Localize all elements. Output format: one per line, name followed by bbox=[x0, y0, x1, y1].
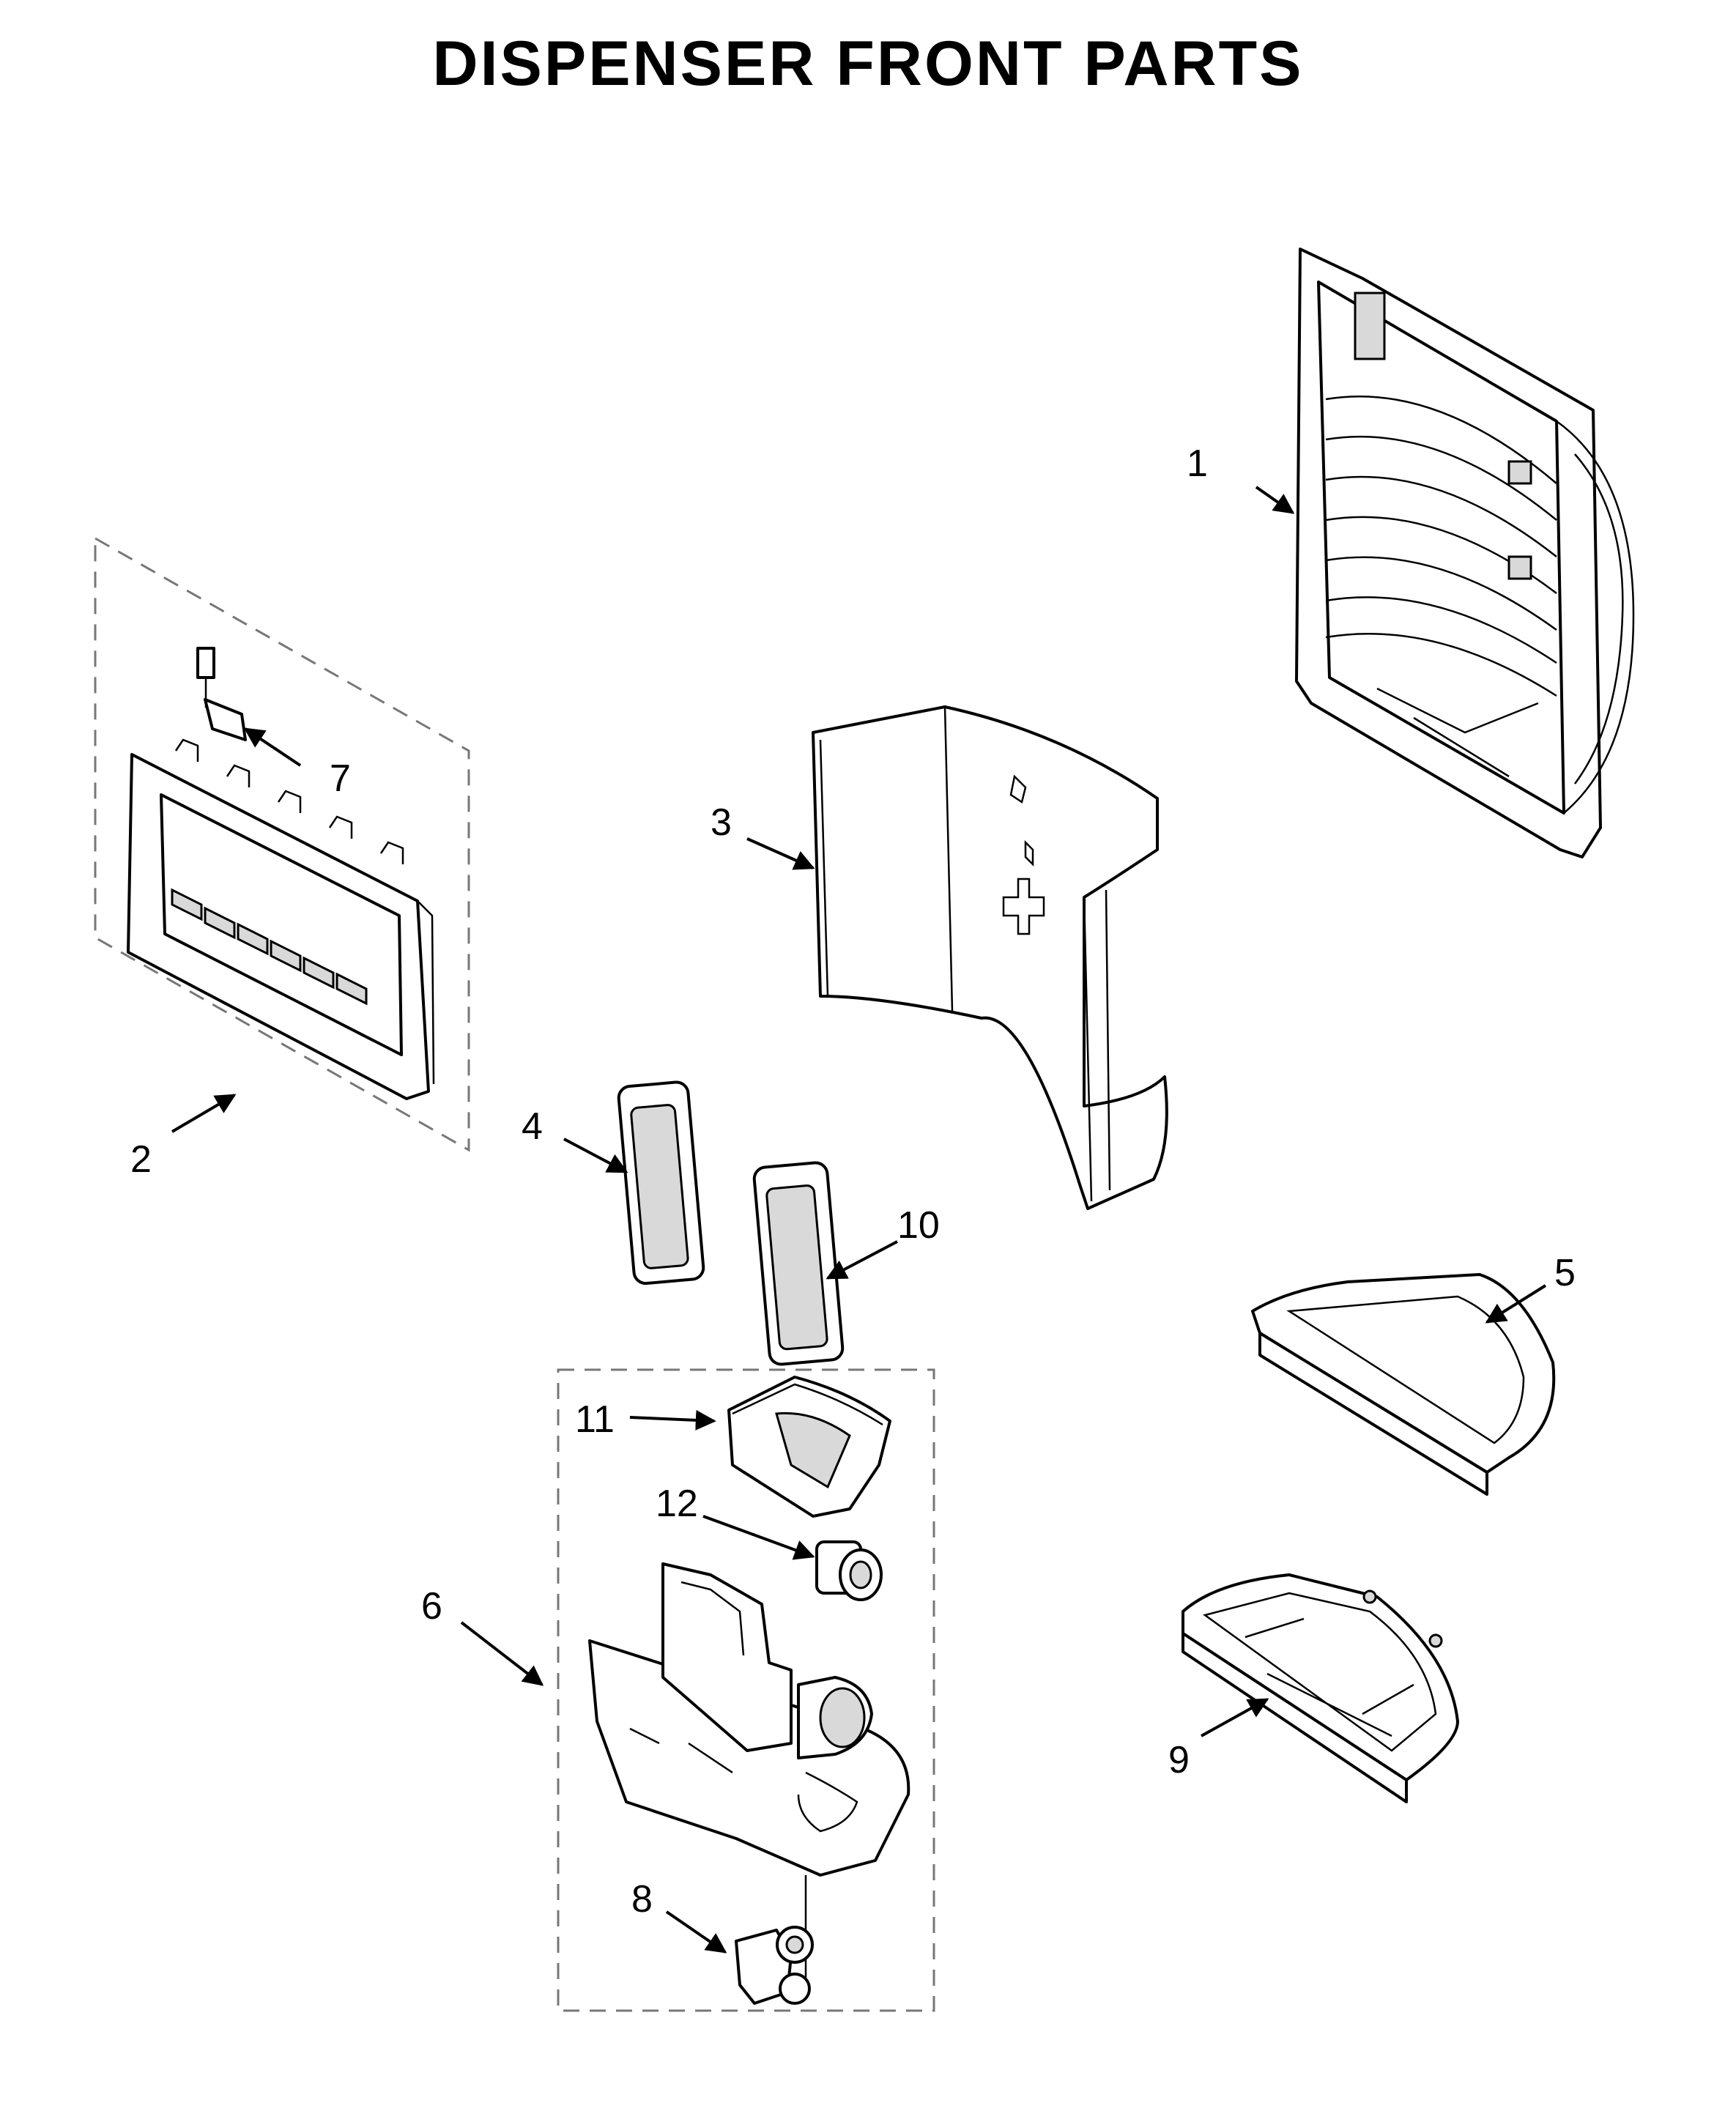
page-title: DISPENSER FRONT PARTS bbox=[432, 29, 1304, 99]
callout-2: 2 bbox=[130, 1138, 152, 1181]
part-6-dispenser-module[interactable] bbox=[588, 1562, 910, 1992]
callout-9: 9 bbox=[1168, 1739, 1190, 1781]
callout-6: 6 bbox=[421, 1585, 442, 1628]
part-11-funnel[interactable] bbox=[727, 1376, 891, 1518]
part-8-water-valve[interactable] bbox=[735, 1926, 814, 2005]
part-9-tray-grille[interactable] bbox=[1182, 1573, 1459, 1803]
callout-10: 10 bbox=[897, 1204, 940, 1247]
part-7-wire-harness[interactable] bbox=[196, 647, 247, 741]
callout-7: 7 bbox=[330, 757, 351, 800]
callout-5: 5 bbox=[1554, 1252, 1576, 1294]
callout-4: 4 bbox=[522, 1105, 543, 1148]
part-3-splash-panel[interactable] bbox=[812, 705, 1168, 1210]
part-10-actuator-pad[interactable] bbox=[752, 1161, 845, 1366]
part-1-dispenser-housing[interactable] bbox=[1295, 248, 1635, 858]
part-12-solenoid[interactable] bbox=[815, 1540, 883, 1601]
callout-labels: 1 2 3 4 5 6 7 8 9 10 11 12 bbox=[130, 442, 1576, 1921]
part-4-actuator-pad[interactable] bbox=[617, 1080, 705, 1285]
callout-12: 12 bbox=[656, 1483, 698, 1525]
callout-11: 11 bbox=[575, 1398, 615, 1441]
callout-8: 8 bbox=[631, 1878, 653, 1921]
callout-1: 1 bbox=[1187, 442, 1208, 485]
part-2-control-panel[interactable] bbox=[127, 738, 435, 1100]
group-outline-2 bbox=[94, 536, 470, 1152]
leader-lines bbox=[171, 486, 1547, 1954]
group-outline-6 bbox=[557, 1368, 935, 2012]
callout-3: 3 bbox=[711, 801, 732, 844]
part-5-drip-tray[interactable] bbox=[1251, 1273, 1556, 1496]
